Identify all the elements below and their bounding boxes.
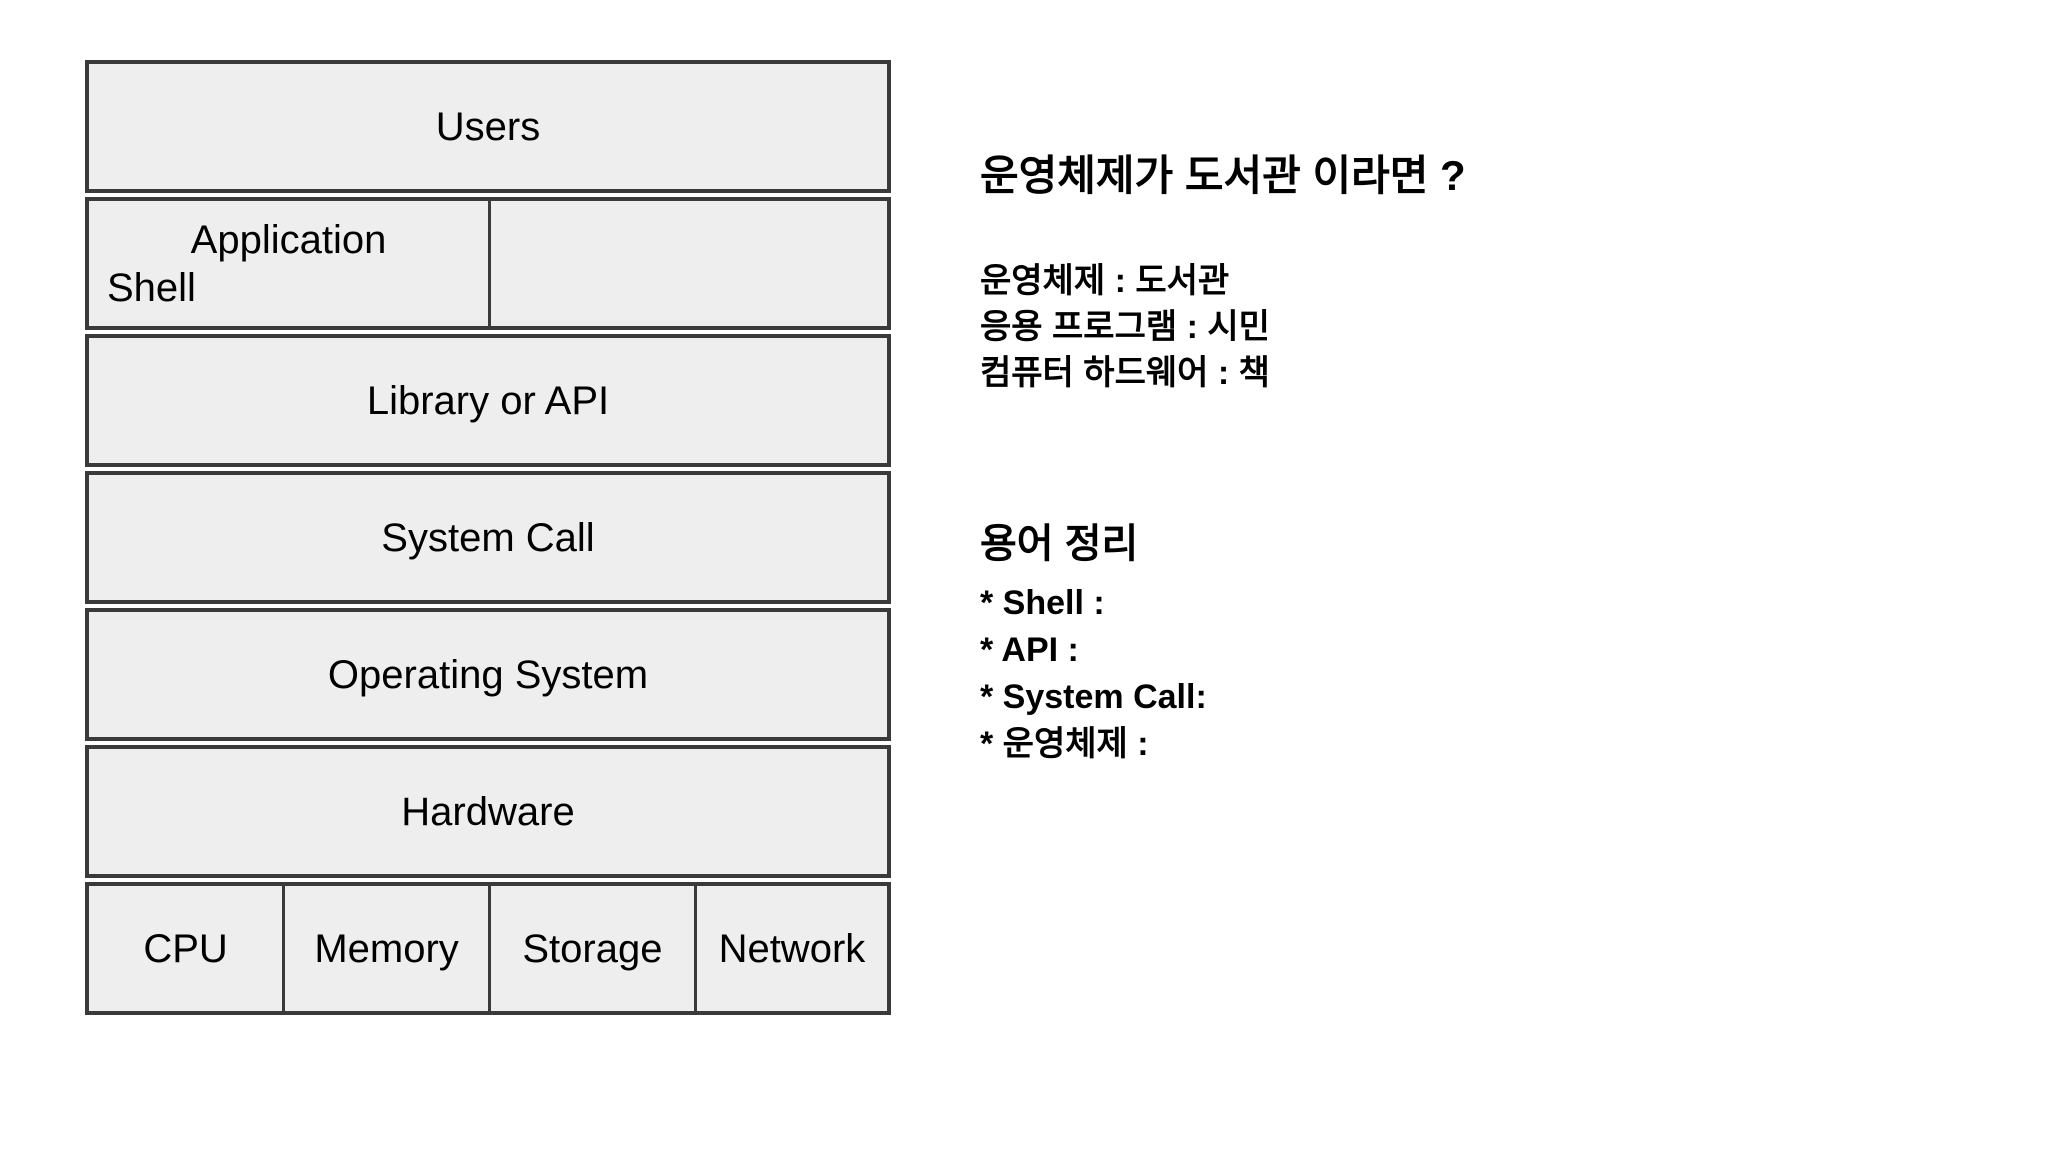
analogy-line-os: 운영체제 : 도서관 [980, 262, 1230, 300]
os-layer-stack-diagram: Users Application Shell Library or API S… [85, 60, 891, 1015]
component-label-storage: Storage [522, 926, 663, 971]
layer-box-library-api: Library or API [85, 334, 891, 467]
component-cell-network: Network [693, 886, 887, 1011]
application-row-empty-cell [488, 201, 887, 326]
notes-column: 운영체제가 도서관 이라면 ? 운영체제 : 도서관 응용 프로그램 : 시민 … [980, 152, 1880, 768]
glossary-item-system-call: * System Call: [980, 678, 1207, 716]
layer-box-users: Users [85, 60, 891, 193]
component-cell-memory: Memory [282, 886, 488, 1011]
hardware-components-row: CPU Memory Storage Network [85, 882, 891, 1015]
component-label-cpu: CPU [143, 926, 228, 971]
analogy-line-application: 응용 프로그램 : 시민 [980, 308, 1270, 346]
analogy-title: 운영체제가 도서관 이라면 ? [980, 152, 1466, 199]
component-label-memory: Memory [314, 926, 459, 971]
shell-label: Shell [107, 265, 196, 310]
application-shell-cell: Application Shell [89, 201, 488, 326]
layer-label-system-call: System Call [381, 515, 595, 560]
analogy-lines: 운영체제 : 도서관 응용 프로그램 : 시민 컴퓨터 하드웨어 : 책 [980, 258, 1880, 396]
layer-box-hardware: Hardware [85, 745, 891, 878]
application-label: Application [190, 217, 387, 262]
glossary-title: 용어 정리 [980, 522, 1139, 566]
layer-label-users: Users [435, 104, 541, 149]
layer-box-system-call: System Call [85, 471, 891, 604]
layer-label-operating-system: Operating System [327, 652, 649, 697]
component-cell-cpu: CPU [89, 886, 282, 1011]
glossary-items: * Shell : * API : * System Call: * 운영체제 … [980, 580, 1880, 768]
layer-box-application-shell: Application Shell [85, 197, 891, 330]
component-label-network: Network [718, 926, 866, 971]
component-cell-storage: Storage [487, 886, 694, 1011]
analogy-line-hardware: 컴퓨터 하드웨어 : 책 [980, 354, 1270, 392]
layer-label-hardware: Hardware [401, 789, 575, 834]
layer-label-library-api: Library or API [366, 378, 610, 423]
layer-box-operating-system: Operating System [85, 608, 891, 741]
glossary-item-os: * 운영체제 : [980, 725, 1149, 763]
glossary-item-shell: * Shell : [980, 584, 1105, 622]
glossary-item-api: * API : [980, 631, 1079, 669]
